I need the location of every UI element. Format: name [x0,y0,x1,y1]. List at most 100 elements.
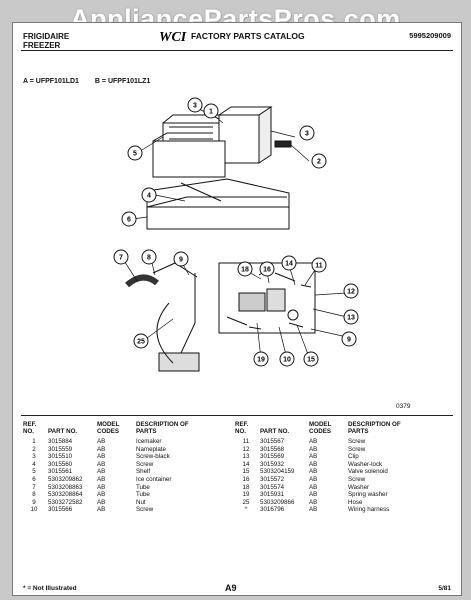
model-code-cell: AB [309,468,318,476]
description-cell: Nut [136,498,146,506]
model-code-cell: AB [97,498,106,506]
brand: FRIGIDAIRE FREEZER [23,32,69,50]
model-code-cell: AB [309,498,318,506]
callout-number: 5 [133,151,137,158]
ref-cell: 12 [242,445,250,453]
callout-circle [303,351,319,367]
model-code-cell: AB [309,460,318,468]
brand-line-2: FREEZER [23,41,61,50]
callout-number: 8 [147,255,151,262]
part-no-cell: 3015569 [260,453,285,461]
part-no-cell: 3015567 [260,438,285,445]
model-code-cell: AB [309,483,318,491]
part-no-cell: 3015931 [260,491,285,499]
model-code-cell: AB [97,468,106,476]
col-ref: REF. NO. [23,421,37,435]
callout-circle [343,309,359,325]
col-desc: DESCRIPTION OF PARTS [348,421,401,435]
model-code-cell: AB [97,460,106,468]
model-code-cell: AB [309,506,318,514]
footnote: * = Not Illustrated [23,585,77,592]
description-cell: Washer [348,483,370,491]
table-row: 12 3015568 AB Screw [235,446,411,454]
callout-number: 4 [147,193,151,200]
part-no-cell: 3015560 [48,460,73,468]
model-code-cell: AB [97,438,106,445]
model-code-cell: AB [309,445,318,453]
part-no-cell: 5303209862 [48,475,83,483]
callout-number: 1 [209,109,213,116]
part-no-cell: 5303272582 [48,498,83,506]
part-no-cell: 3015574 [260,483,285,491]
col-part: PART NO. [260,428,290,435]
callout-number: 11 [315,263,323,270]
ref-cell: 4 [32,460,36,468]
ref-cell: 1 [32,438,36,445]
description-cell: Screw-black [136,453,170,461]
description-cell: Clip [348,453,359,461]
part-no-cell: 5303209866 [260,498,295,506]
ref-cell: 13 [242,453,250,461]
ref-cell: 3 [32,453,36,461]
model-code-cell: AB [97,491,106,499]
callout-number: 12 [347,289,355,296]
callout-number: 3 [193,103,197,110]
model-code-cell: AB [97,506,106,514]
callout-circle [281,255,297,271]
callout-number: 2 [317,159,321,166]
description-cell: Icemaker [136,438,162,445]
table-rule [21,415,453,416]
callout-number: 25 [137,339,145,346]
callout-circle [121,211,137,227]
description-cell: Spring washer [348,491,388,499]
description-cell: Screw [136,460,154,468]
callout-number: 19 [257,357,265,364]
callout-circle [253,351,269,367]
part-no-cell: 3015572 [260,475,285,483]
ice-container [146,178,290,230]
ref-cell: 11 [242,438,250,445]
ref-cell: 19 [242,491,250,499]
callout-circle [141,187,157,203]
description-cell: Washer-lock [348,460,383,468]
parts-table-left: REF. NO. PART NO. MODEL CODES DESCRIPTIO… [23,421,199,514]
ref-cell: 7 [32,483,36,491]
parts-catalog-page: FRIGIDAIRE FREEZER WCI FACTORY PARTS CAT… [12,22,462,596]
callout-circle [141,249,157,265]
part-no-cell: 5303208864 [48,491,83,499]
catalog-title: FACTORY PARTS CATALOG [191,31,305,41]
ref-cell: 9 [32,498,36,506]
callout-number: 9 [347,337,351,344]
fill-tubes [125,262,200,372]
model-b: B = UFPF101LZ1 [94,78,151,85]
brand-line-1: FRIGIDAIRE [23,32,70,41]
callout-circle [299,125,315,141]
valve-assembly [218,262,316,334]
callout-circle [133,333,149,349]
callout-number: 9 [179,257,183,264]
model-code-cell: AB [97,475,106,483]
part-no-cell: 3015568 [260,445,285,453]
description-cell: Screw [348,445,366,453]
callout-circle [237,261,253,277]
revision-date: 5/81 [438,585,451,592]
callout-number: 18 [241,267,249,274]
col-model: MODEL CODES [97,421,120,435]
callout-number: 6 [127,217,131,224]
ref-cell: 15 [242,468,250,476]
col-desc: DESCRIPTION OF PARTS [136,421,189,435]
col-part: PART NO. [48,428,78,435]
description-cell: Screw [348,475,366,483]
model-code-cell: AB [97,453,106,461]
ref-cell: * [244,506,248,514]
part-no-cell: 5303204159 [260,468,295,476]
icemaker-assembly [152,106,292,178]
